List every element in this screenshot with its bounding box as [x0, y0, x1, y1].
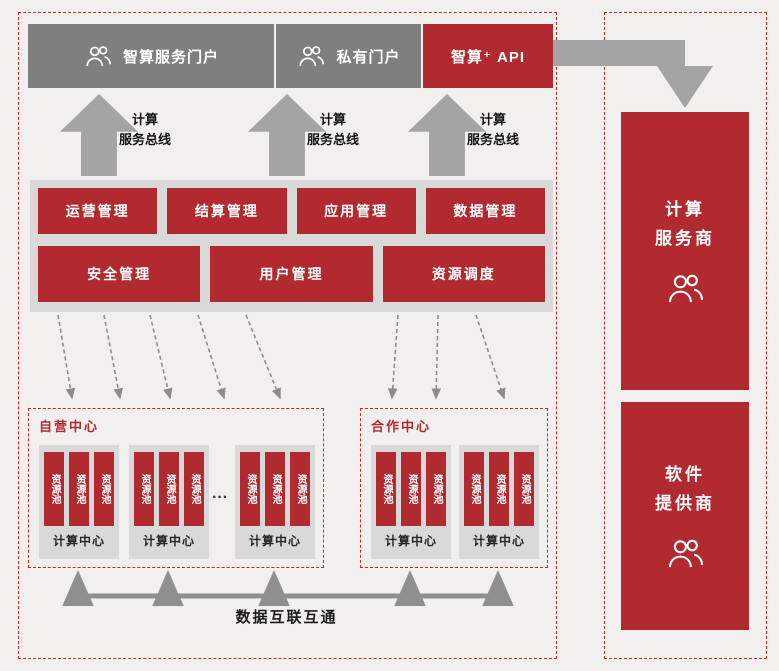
resource-pool: 资源池 [426, 452, 446, 526]
users-icon [664, 272, 706, 306]
portal-smart-compute-service: 智算服务门户 [28, 24, 274, 88]
resource-pool: 资源池 [240, 452, 260, 526]
mgmt-operations: 运营管理 [38, 188, 158, 234]
service-bus-arrow-2: 计算服务总线 [248, 94, 382, 176]
provider-software: 软件 提供商 [621, 402, 749, 630]
users-icon [83, 44, 113, 69]
users-icon [664, 537, 706, 571]
mgmt-billing: 结算管理 [167, 188, 287, 234]
resource-pool: 资源池 [401, 452, 421, 526]
resource-pool: 资源池 [464, 452, 484, 526]
resource-pool: 资源池 [290, 452, 310, 526]
resource-pool: 资源池 [94, 452, 114, 526]
service-bus-label: 计算服务总线 [306, 112, 359, 147]
portal-private: 私有门户 [276, 24, 421, 88]
compute-center-group: 资源池 资源池 资源池 计算中心 [39, 445, 119, 559]
service-bus-arrow-3: 计算服务总线 [408, 94, 542, 176]
provider-compute-service: 计算 服务商 [621, 112, 749, 390]
portal-label: 智算服务门户 [122, 48, 219, 66]
providers-region-border [604, 12, 767, 659]
platform-region-border [18, 12, 557, 659]
resource-pool: 资源池 [489, 452, 509, 526]
resource-pool: 资源池 [69, 452, 89, 526]
self-operated-center: 自营中心 资源池 资源池 资源池 计算中心 资源池 资源池 资源池 计算中心 ·… [28, 408, 324, 568]
resource-pool: 资源池 [184, 452, 204, 526]
service-bus-label: 计算服务总线 [118, 112, 171, 147]
data-interconnect-label: 数据互联互通 [235, 609, 338, 626]
provider-label: 软件 提供商 [655, 465, 715, 513]
users-icon [296, 44, 326, 69]
cooperation-center-title: 合作中心 [371, 419, 432, 434]
compute-center-group: 资源池 资源池 资源池 计算中心 [129, 445, 209, 559]
mgmt-resource-scheduling: 资源调度 [382, 246, 545, 302]
service-bus-arrow-1: 计算服务总线 [60, 94, 194, 176]
resource-pool: 资源池 [514, 452, 534, 526]
management-panel: 运营管理 结算管理 应用管理 数据管理 安全管理 用户管理 资源调度 [30, 180, 553, 312]
compute-center-label: 计算中心 [52, 534, 105, 548]
cooperation-center: 合作中心 资源池 资源池 资源池 计算中心 资源池 资源池 资源池 计算中心 [360, 408, 548, 568]
compute-center-label: 计算中心 [384, 534, 437, 548]
self-operated-center-title: 自营中心 [39, 419, 100, 434]
compute-center-label: 计算中心 [472, 534, 525, 548]
mgmt-data: 数据管理 [425, 188, 545, 234]
compute-center-group: 资源池 资源池 资源池 计算中心 [235, 445, 315, 559]
portal-label: 智算⁺ API [450, 48, 526, 66]
mgmt-security: 安全管理 [38, 246, 201, 302]
compute-center-label: 计算中心 [142, 534, 195, 548]
compute-center-group: 资源池 资源池 资源池 计算中心 [459, 445, 539, 559]
provider-label: 计算 服务商 [655, 200, 715, 248]
mgmt-user: 用户管理 [210, 246, 373, 302]
ellipsis: ··· [212, 489, 228, 506]
resource-pool: 资源池 [265, 452, 285, 526]
compute-center-group: 资源池 资源池 资源池 计算中心 [371, 445, 451, 559]
resource-pool: 资源池 [376, 452, 396, 526]
resource-pool: 资源池 [134, 452, 154, 526]
portal-label: 私有门户 [336, 48, 401, 66]
compute-center-label: 计算中心 [248, 534, 301, 548]
service-bus-label: 计算服务总线 [466, 112, 519, 147]
resource-pool: 资源池 [44, 452, 64, 526]
panel-to-centers-arrows [57, 314, 506, 400]
resource-pool: 资源池 [159, 452, 179, 526]
mgmt-application: 应用管理 [296, 188, 416, 234]
api-to-provider-arrow [553, 40, 713, 108]
portal-api: 智算⁺ API [423, 24, 553, 88]
data-interconnect-bus [60, 570, 516, 606]
